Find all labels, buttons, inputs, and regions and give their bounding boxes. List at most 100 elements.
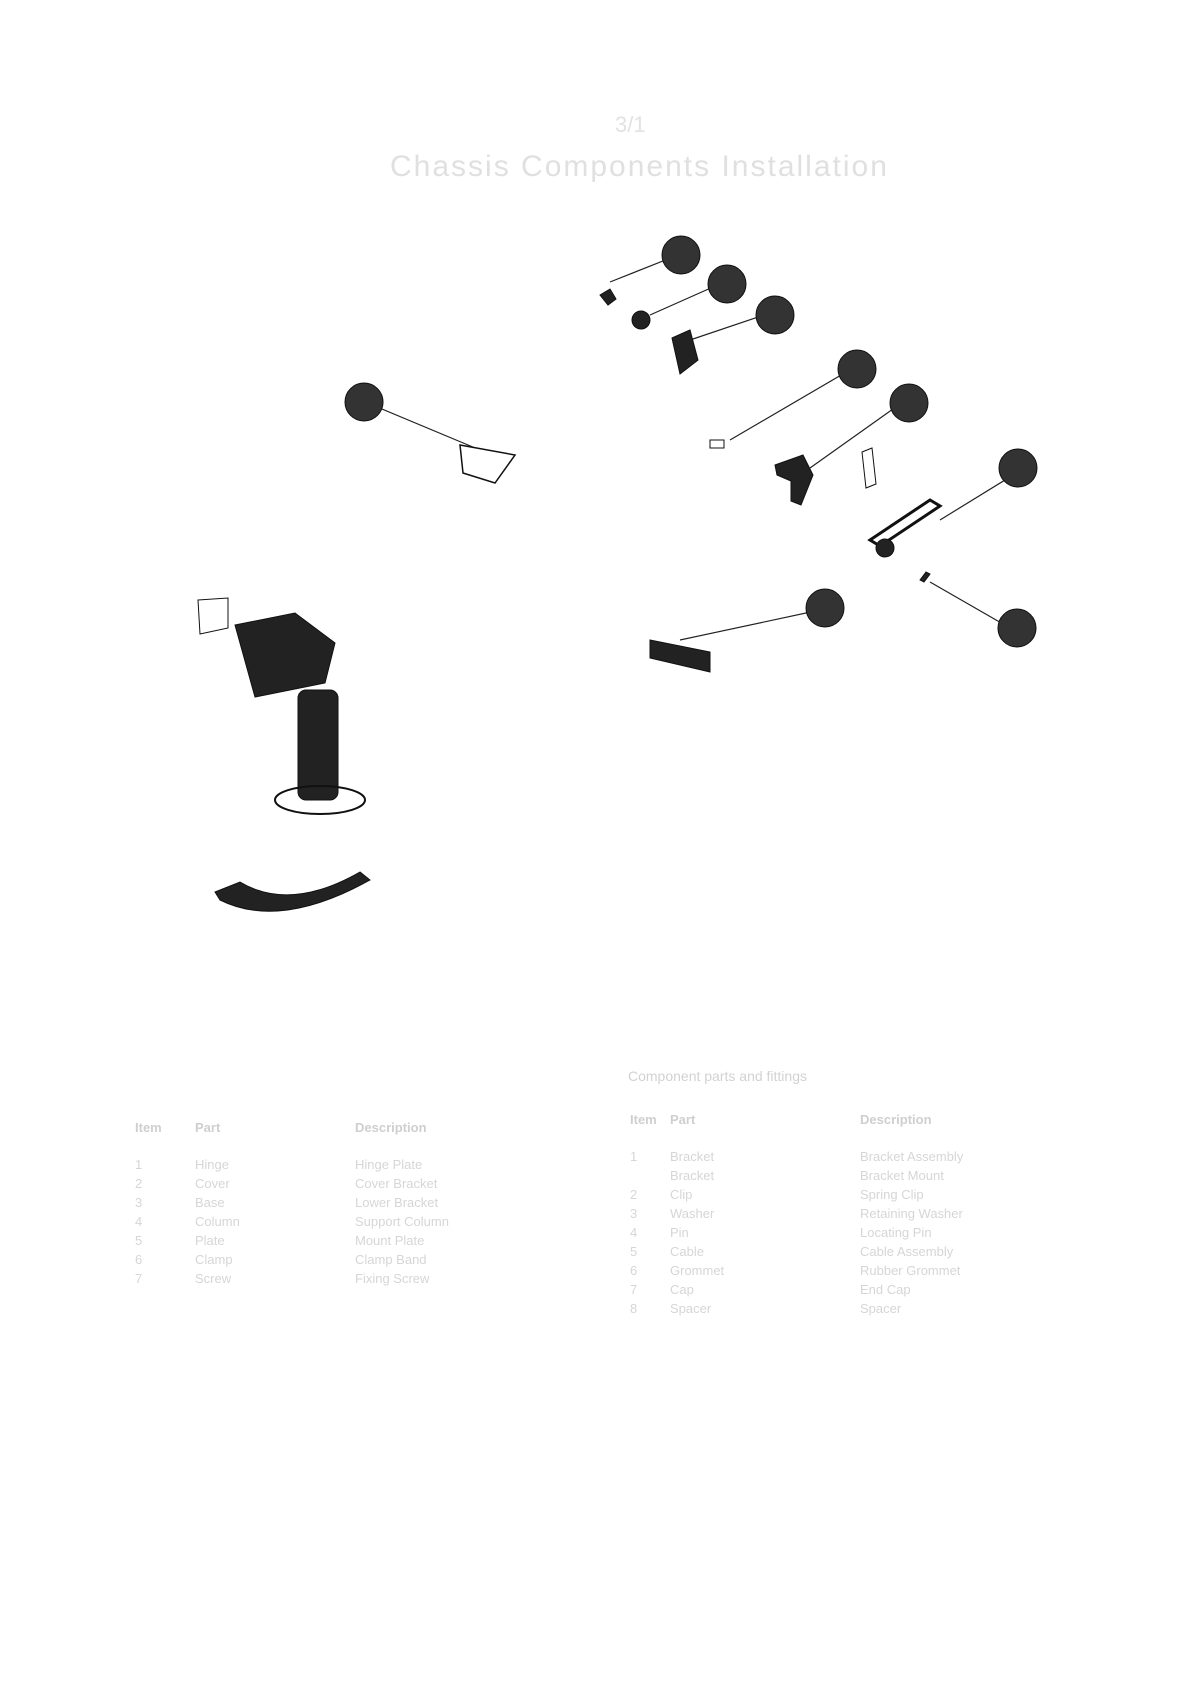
- callout-bubble: [889, 383, 929, 423]
- callout-bubble: [997, 608, 1037, 648]
- column-part: [297, 689, 339, 801]
- grommet-part: [875, 538, 895, 558]
- washer-part: [631, 310, 651, 330]
- part-description: Rubber Grommet: [860, 1263, 961, 1278]
- part-description: Hinge Plate: [355, 1157, 423, 1172]
- leader-line: [929, 581, 1011, 629]
- part-name: Grommet: [670, 1263, 725, 1278]
- callout-bubble: [344, 382, 384, 422]
- part-name: Clip: [670, 1187, 693, 1202]
- spring-clip-part: [861, 447, 877, 489]
- right-table-title: Component parts and fittings: [628, 1068, 807, 1084]
- part-name: Base: [195, 1195, 225, 1210]
- table-row: 5 Cable Cable Assembly: [630, 1244, 990, 1263]
- part-name: Screw: [195, 1271, 232, 1286]
- table-row: 5 Plate Mount Plate: [135, 1233, 495, 1252]
- table-header: Item Part Description: [135, 1120, 495, 1139]
- flange-part: [274, 785, 366, 815]
- part-description: Fixing Screw: [355, 1271, 430, 1286]
- part-name: Pin: [670, 1225, 689, 1240]
- header-part: Part: [195, 1120, 221, 1135]
- item-number: 6: [135, 1252, 143, 1267]
- header-part: Part: [670, 1112, 696, 1127]
- item-number: 2: [630, 1187, 638, 1202]
- table-row: 1 Bracket Bracket Assembly: [630, 1149, 990, 1168]
- item-number: 1: [630, 1149, 638, 1164]
- header-item: Item: [630, 1112, 657, 1127]
- callout-bubble: [837, 349, 877, 389]
- part-name: Cap: [670, 1282, 694, 1297]
- callout-bubble: [661, 235, 701, 275]
- callout-bubble: [707, 264, 747, 304]
- item-number: 4: [630, 1225, 638, 1240]
- item-number: 8: [630, 1301, 638, 1316]
- table-header: Item Part Description: [630, 1112, 990, 1131]
- item-number: 4: [135, 1214, 143, 1229]
- table-row: 7 Screw Fixing Screw: [135, 1271, 495, 1290]
- item-number: 7: [630, 1282, 638, 1297]
- part-name: Bracket: [670, 1168, 715, 1183]
- part-description: Locating Pin: [860, 1225, 932, 1240]
- item-number: 5: [630, 1244, 638, 1259]
- table-row: 6 Grommet Rubber Grommet: [630, 1263, 990, 1282]
- cable-part: [867, 498, 943, 548]
- part-description: End Cap: [860, 1282, 911, 1297]
- leader-line: [729, 370, 849, 441]
- pin-part: [709, 439, 725, 449]
- part-description: Spring Clip: [860, 1187, 924, 1202]
- part-name: Cover: [195, 1176, 230, 1191]
- table-row: 1 Hinge Hinge Plate: [135, 1157, 495, 1176]
- housing-part: [234, 612, 336, 698]
- part-description: Support Column: [355, 1214, 449, 1229]
- part-name: Hinge: [195, 1157, 229, 1172]
- item-number: 5: [135, 1233, 143, 1248]
- header-description: Description: [860, 1112, 932, 1127]
- bracket-part: [671, 329, 699, 375]
- part-description: Cover Bracket: [355, 1176, 438, 1191]
- table-row: 2 Cover Cover Bracket: [135, 1176, 495, 1195]
- cover-part: [459, 444, 517, 484]
- page-label: 3/1: [615, 112, 646, 137]
- hinge-part: [197, 597, 229, 635]
- item-number: 2: [135, 1176, 143, 1191]
- item-number: 1: [135, 1157, 143, 1172]
- part-name: Plate: [195, 1233, 225, 1248]
- part-description: Spacer: [860, 1301, 902, 1316]
- part-description: Cable Assembly: [860, 1244, 954, 1259]
- item-number: 3: [630, 1206, 638, 1221]
- table-row: 2 Clip Spring Clip: [630, 1187, 990, 1206]
- cap-part: [919, 571, 931, 583]
- table-row: 4 Pin Locating Pin: [630, 1225, 990, 1244]
- part-name: Washer: [670, 1206, 715, 1221]
- part-name: Cable: [670, 1244, 704, 1259]
- part-name: Spacer: [670, 1301, 712, 1316]
- part-description: Mount Plate: [355, 1233, 425, 1248]
- callout-bubble: [998, 448, 1038, 488]
- header-item: Item: [135, 1120, 162, 1135]
- leader-line: [369, 403, 481, 451]
- part-description: Clamp Band: [355, 1252, 427, 1267]
- leader-line: [809, 403, 901, 469]
- clip-part: [599, 288, 617, 306]
- item-number: 6: [630, 1263, 638, 1278]
- item-number: 7: [135, 1271, 143, 1286]
- clamp-part: [214, 871, 371, 912]
- part-description: Bracket Assembly: [860, 1149, 964, 1164]
- mount-part: [774, 454, 814, 506]
- header-description: Description: [355, 1120, 427, 1135]
- part-name: Column: [195, 1214, 240, 1229]
- table-row: 4 Column Support Column: [135, 1214, 495, 1233]
- part-description: Bracket Mount: [860, 1168, 944, 1183]
- base-plate-part: [649, 639, 711, 673]
- table-row: Bracket Bracket Mount: [630, 1168, 990, 1187]
- leader-line: [679, 609, 821, 641]
- table-row: 7 Cap End Cap: [630, 1282, 990, 1301]
- left-parts-table: Item Part Description 1 Hinge Hinge Plate 2…: [135, 1120, 495, 1290]
- part-name: Bracket: [670, 1149, 715, 1164]
- page-title: Chassis Components Installation: [390, 150, 889, 183]
